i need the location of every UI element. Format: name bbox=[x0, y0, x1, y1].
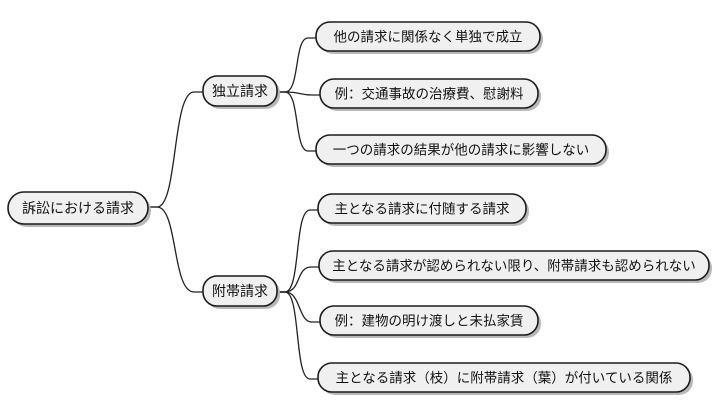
leaf-node-independent-2-label: 例：交通事故の治療費、慰謝料 bbox=[335, 86, 524, 103]
leaf-node-incidental-2[interactable]: 主となる請求が認められない限り、附帯請求も認められない bbox=[318, 250, 712, 283]
connector-root-to-independent bbox=[149, 91, 203, 208]
leaf-node-independent-1-box[interactable] bbox=[315, 21, 541, 52]
leaf-node-independent-3-label: 一つの請求の結果が他の請求に影響しない bbox=[333, 142, 590, 159]
connector-incidental-to-leaf-3 bbox=[277, 291, 320, 323]
branch-node-independent[interactable]: 独立請求 bbox=[202, 75, 280, 109]
leaf-node-incidental-4[interactable]: 主となる請求（枝）に附帯請求（葉）が付いている関係 bbox=[317, 362, 693, 395]
leaf-node-incidental-1-label: 主となる請求に付随する請求 bbox=[334, 202, 510, 218]
leaf-node-incidental-1[interactable]: 主となる請求に付随する請求 bbox=[317, 193, 529, 226]
branch-node-incidental[interactable]: 附帯請求 bbox=[202, 275, 280, 309]
root-node-box[interactable] bbox=[7, 191, 149, 225]
connector-independent-to-leaf-3 bbox=[277, 91, 316, 152]
leaf-node-independent-2[interactable]: 例：交通事故の治療費、慰謝料 bbox=[319, 78, 541, 111]
leaf-node-incidental-4-box[interactable] bbox=[317, 362, 691, 393]
leaf-node-incidental-2-box[interactable] bbox=[318, 250, 710, 281]
leaf-node-incidental-1-box[interactable] bbox=[317, 193, 527, 224]
leaf-node-incidental-4-label: 主となる請求（枝）に附帯請求（葉）が付いている関係 bbox=[336, 371, 673, 387]
leaf-node-independent-1[interactable]: 他の請求に関係なく単独で成立 bbox=[315, 21, 543, 54]
branch-node-independent-box[interactable] bbox=[202, 75, 278, 107]
connector-incidental-to-leaf-4 bbox=[277, 291, 318, 380]
connector-group bbox=[149, 37, 320, 380]
connector-incidental-to-leaf-2 bbox=[277, 266, 319, 293]
leaf-node-incidental-3[interactable]: 例：建物の明け渡しと未払家賃 bbox=[319, 305, 541, 338]
connector-root-to-incidental bbox=[149, 206, 203, 293]
leaf-node-independent-2-box[interactable] bbox=[319, 78, 539, 109]
leaf-node-incidental-3-box[interactable] bbox=[319, 305, 539, 336]
root-node[interactable]: 訴訟における請求 bbox=[7, 191, 151, 227]
leaf-node-independent-3-box[interactable] bbox=[315, 134, 607, 165]
leaf-node-incidental-3-label: 例：建物の明け渡しと未払家賃 bbox=[335, 313, 524, 330]
branch-node-incidental-label: 附帯請求 bbox=[212, 284, 268, 300]
leaf-node-independent-1-label: 他の請求に関係なく単独で成立 bbox=[334, 30, 523, 46]
root-node-label: 訴訟における請求 bbox=[22, 201, 134, 217]
connector-incidental-to-leaf-1 bbox=[277, 209, 318, 293]
branch-node-incidental-box[interactable] bbox=[202, 275, 278, 307]
branch-node-independent-label: 独立請求 bbox=[212, 84, 268, 100]
connector-independent-to-leaf-1 bbox=[277, 37, 316, 93]
leaf-node-incidental-2-label: 主となる請求が認められない限り、附帯請求も認められない bbox=[332, 259, 696, 275]
leaf-node-independent-3[interactable]: 一つの請求の結果が他の請求に影響しない bbox=[315, 134, 609, 167]
